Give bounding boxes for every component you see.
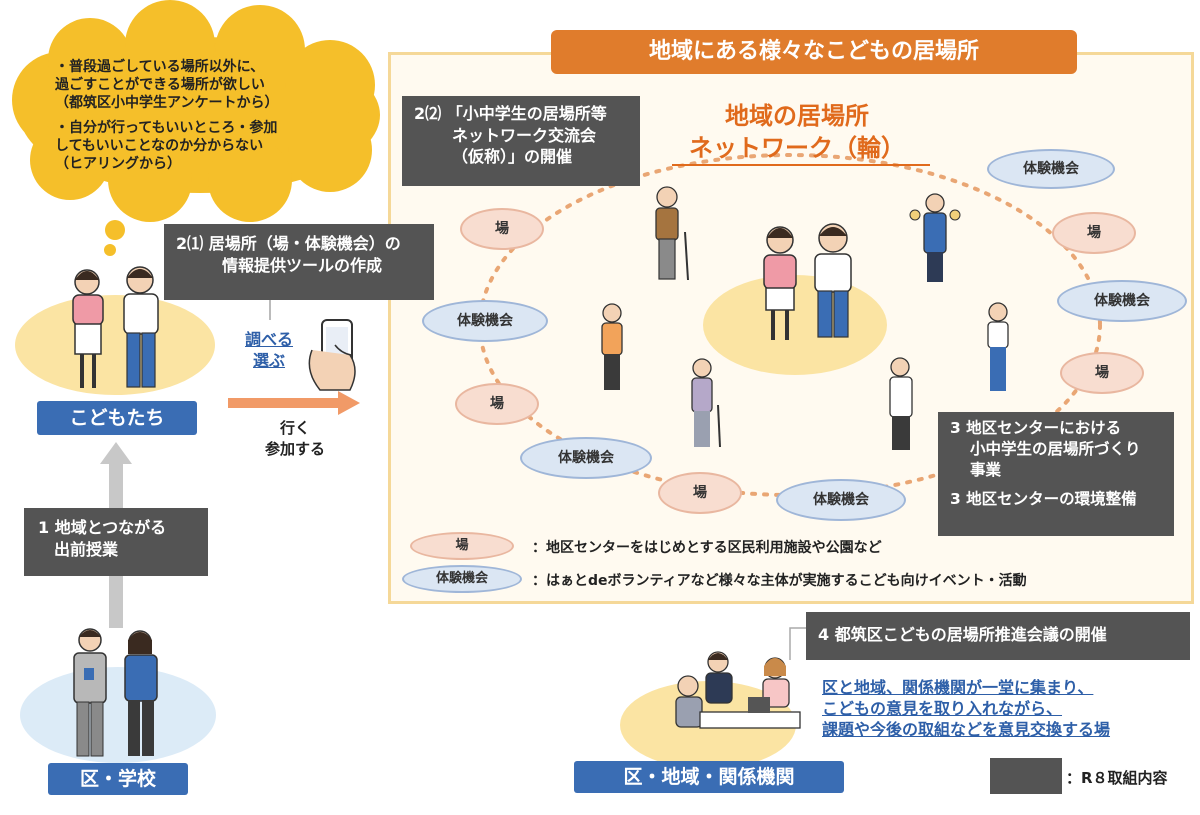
search-line2: 選ぶ: [253, 350, 286, 370]
person-icon: [123, 266, 159, 388]
node-taiken-label: 体験機会: [1023, 161, 1079, 177]
node-ba-label: 場: [693, 485, 707, 501]
node-taiken: 体験機会: [987, 149, 1115, 189]
go-arrow: [228, 391, 360, 415]
box-1: 1 地域とつながる 出前授業: [24, 508, 208, 576]
box-3-line4: 3 地区センターの環境整備: [950, 489, 1137, 508]
school-label: 区・学校: [48, 763, 188, 795]
box-21: 2⑴ 居場所（場・体験機会）の 情報提供ツールの作成: [164, 224, 434, 300]
person-icon: [124, 630, 158, 756]
go-line1: 行く: [279, 419, 310, 437]
cloud-line2: 過ごすことができる場所が欲しい: [55, 77, 265, 94]
node-ba-label: 場: [495, 221, 509, 237]
person-icon: [814, 223, 852, 338]
person-icon: [909, 193, 961, 282]
children-label: こどもたち: [37, 401, 197, 435]
cloud-line1: ・普段過ごしている場所以外に、: [55, 59, 265, 75]
speech-cloud: [12, 0, 380, 256]
legend-taiken-oval: 体験機会: [402, 565, 522, 593]
node-taiken-label: 体験機会: [813, 492, 869, 508]
box-3-line1: 3 地区センターにおける: [950, 419, 1122, 437]
network-title: 地域の居場所 ネットワーク（輪）: [672, 100, 922, 165]
node-ba: 場: [1052, 212, 1136, 254]
person-icon: [987, 302, 1009, 391]
legend-r8-text: ：R８取組内容: [1066, 769, 1168, 787]
box-3: 3 地区センターにおける 小中学生の居場所づくり 事業 3 地区センターの環境整…: [938, 412, 1174, 536]
person-icon: [72, 269, 104, 388]
desc-line1: 区と地域、関係機関が一堂に集まり、: [822, 678, 1094, 697]
node-taiken: 体験機会: [776, 479, 906, 521]
children-figures: [15, 266, 215, 395]
search-line1: 調べる: [245, 330, 294, 349]
node-ba-label: 場: [490, 396, 504, 412]
legend-ba-oval: 場: [410, 532, 514, 560]
meeting-description: 区と地域、関係機関が一堂に集まり、 こどもの意見を取り入れながら、 課題や今後の…: [822, 678, 1192, 740]
box-4: 4 都筑区こどもの居場所推進会議の開催: [806, 612, 1190, 660]
legend-ba-label: 場: [455, 538, 469, 553]
school-figures: [20, 628, 216, 763]
person-icon: [601, 303, 623, 390]
legend-r8-swatch: [990, 758, 1062, 794]
desc-line3: 課題や今後の取組などを意見交換する場: [822, 719, 1111, 739]
box-22: 2⑵ 「小中学生の居場所等 ネットワーク交流会 （仮称）」の開催: [402, 96, 640, 186]
node-taiken-label: 体験機会: [457, 313, 513, 329]
box-21-line1: 2⑴ 居場所（場・体験機会）の: [176, 234, 401, 253]
smartphone-icon: [269, 300, 356, 391]
person-icon: [889, 357, 913, 450]
box-22-line3: （仮称）」の開催: [452, 147, 573, 167]
network-title-line1: 地域の居場所: [725, 102, 869, 130]
node-taiken: 体験機会: [520, 437, 652, 479]
person-icon: [655, 186, 689, 281]
person-icon: [705, 651, 733, 704]
node-taiken-label: 体験機会: [1094, 293, 1150, 309]
network-title-line2: ネットワーク（輪）: [689, 134, 905, 163]
cloud-line4: ・自分が行ってもいいところ・参加: [55, 119, 278, 136]
box-1-line2: 出前授業: [54, 539, 119, 559]
cloud-line6: （ヒアリングから）: [55, 155, 181, 172]
person-icon: [73, 628, 107, 757]
box-3-line3: 事業: [970, 460, 1002, 479]
go-text: 行く 参加する: [250, 418, 340, 460]
node-ba: 場: [455, 383, 539, 425]
node-ba-label: 場: [1087, 225, 1101, 241]
cloud-text: ・普段過ごしている場所以外に、 過ごすことができる場所が欲しい （都筑区小中学生…: [55, 58, 355, 173]
node-ba: 場: [658, 472, 742, 514]
community-label: 区・地域・関係機関: [574, 761, 844, 793]
desc-line2: こどもの意見を取り入れながら、: [822, 698, 1063, 718]
node-ba: 場: [460, 208, 544, 250]
search-select-link[interactable]: 調べる 選ぶ: [245, 330, 293, 372]
node-taiken: 体験機会: [422, 300, 548, 342]
person-icon: [763, 226, 797, 340]
node-ba: 場: [1060, 352, 1144, 394]
legend-ba-text: ：地区センターをはじめとする区民利用施設や公園など: [532, 540, 882, 556]
node-taiken-label: 体験機会: [558, 450, 614, 466]
cloud-line5: してもいいことなのか分からない: [55, 137, 264, 154]
node-ba-label: 場: [1095, 365, 1109, 381]
legend-taiken-label: 体験機会: [435, 571, 488, 586]
main-header: 地域にある様々なこどもの居場所: [551, 30, 1077, 74]
box-21-line2: 情報提供ツールの作成: [222, 255, 383, 275]
node-taiken: 体験機会: [1057, 280, 1187, 322]
box-3-line2: 小中学生の居場所づくり: [970, 439, 1141, 458]
go-line2: 参加する: [264, 440, 325, 458]
person-icon: [675, 675, 703, 728]
box-22-line2: ネットワーク交流会: [452, 125, 597, 145]
box-22-line1: 2⑵ 「小中学生の居場所等: [414, 104, 607, 123]
cloud-line3: （都筑区小中学生アンケートから）: [55, 95, 279, 112]
box-1-line1: 1 地域とつながる: [38, 518, 167, 537]
legend-taiken-text: ：はぁとdeボランティアなど様々な主体が実施するこども向けイベント・活動: [532, 573, 1027, 589]
person-icon: [691, 358, 721, 448]
